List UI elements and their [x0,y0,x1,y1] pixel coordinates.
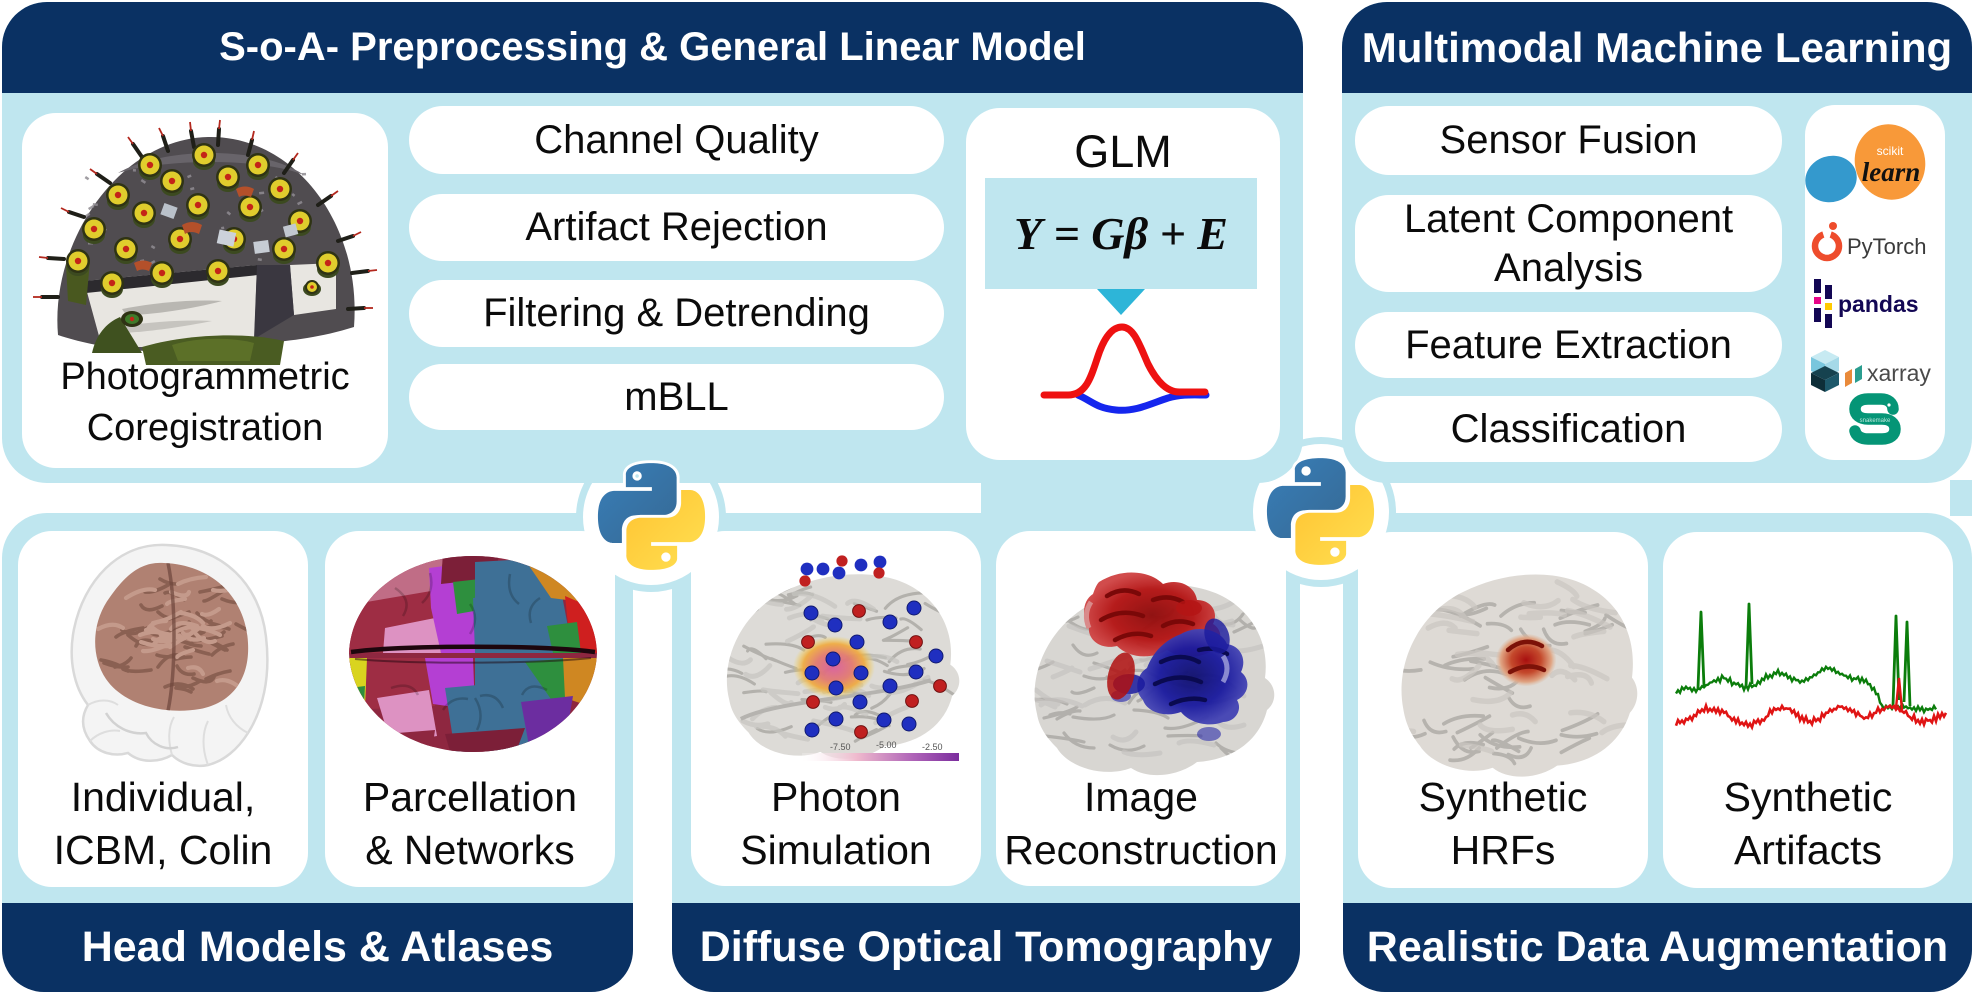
svg-text:snakemake: snakemake [1860,418,1891,424]
svg-text:scikit: scikit [1877,144,1904,158]
svg-text:learn: learn [1862,157,1921,187]
svg-text:PyTorch: PyTorch [1847,234,1926,259]
svg-text:xarray: xarray [1867,360,1931,386]
svg-text:-5.00: -5.00 [876,740,897,750]
svg-text:pandas: pandas [1838,291,1919,317]
svg-text:-2.50: -2.50 [922,742,943,752]
svg-text:-7.50: -7.50 [830,742,851,752]
